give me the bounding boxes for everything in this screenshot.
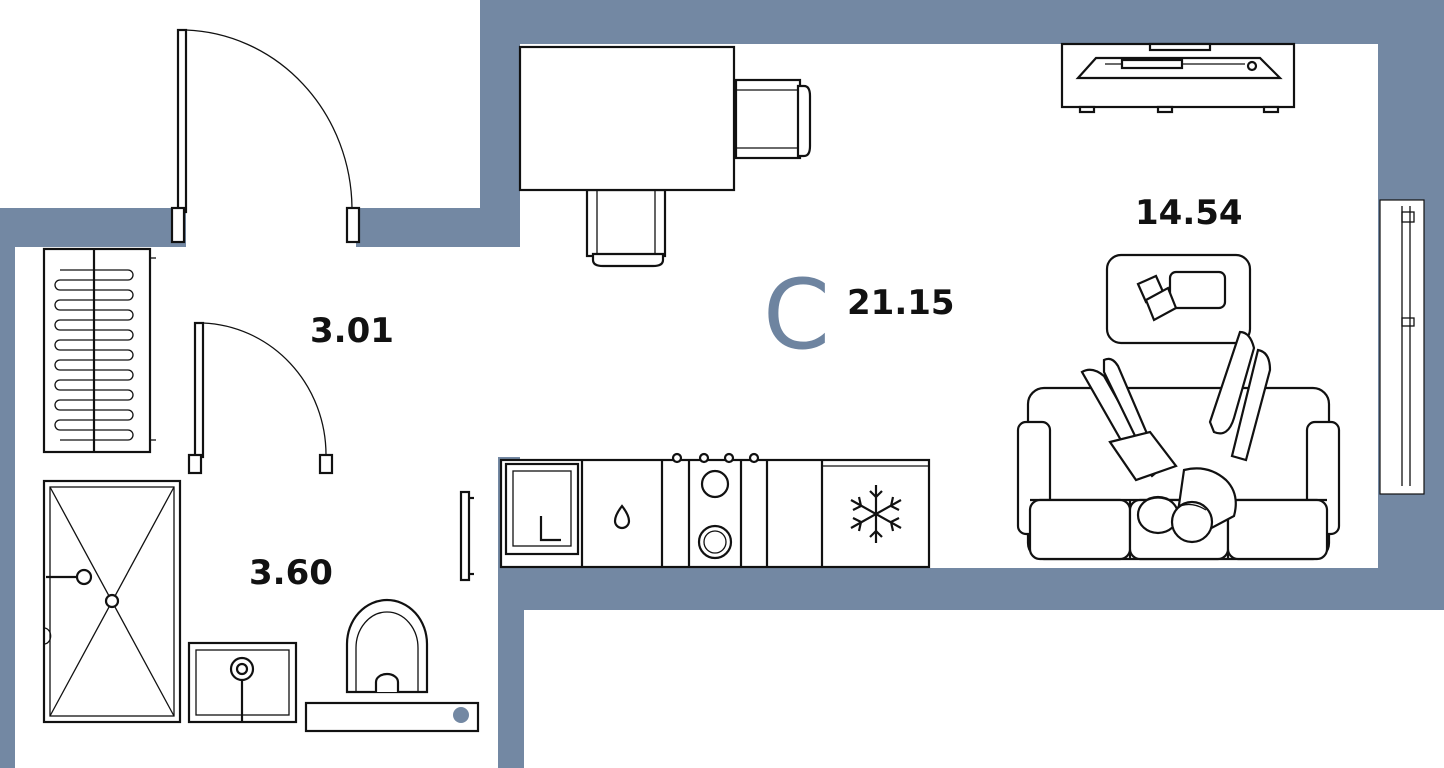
shower-tray [42,479,182,724]
bathroom-door [187,321,334,475]
toilet [304,598,480,733]
people-illustration [1080,330,1272,544]
hall-area-label: 3.01 [310,311,394,351]
bathroom-sink [187,641,298,724]
outside-bottom [524,610,1444,768]
living-area-label: 14.54 [1135,193,1243,233]
coffee-table [1105,253,1252,345]
tv-stand [1060,42,1296,114]
area-labels: 14.54 21.15 3.01 3.60 C [249,193,1243,593]
apartment-type-marker: C [763,259,830,371]
bathroom-door-opening [200,452,330,482]
kitchen-counter [499,452,931,569]
total-area-label: 21.15 [847,283,955,323]
dining-table [518,45,812,268]
bathroom-area-label: 3.60 [249,553,333,593]
snowflake-icon [850,485,902,543]
entrance-door [170,28,361,244]
outside-left [0,0,480,208]
entrance-opening [186,205,356,250]
hall-living-opening [498,247,528,457]
towel-rail [459,490,474,582]
hall-wardrobe [42,247,156,454]
